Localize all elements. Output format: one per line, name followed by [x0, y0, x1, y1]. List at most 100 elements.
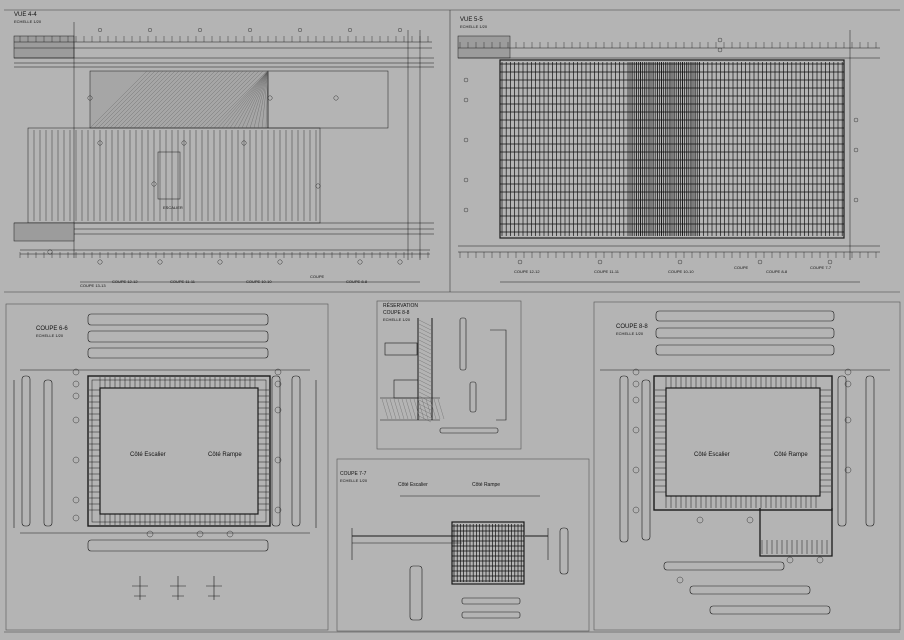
section-marker — [181, 140, 187, 146]
hatch-line — [418, 327, 432, 335]
axis-marker — [197, 28, 202, 33]
hatch-line — [418, 319, 432, 327]
axis-marker — [97, 28, 102, 33]
hatch-line — [418, 351, 432, 359]
bar-mark-bubble — [72, 514, 80, 522]
hatch-line — [213, 70, 269, 129]
hatch-line — [253, 70, 269, 129]
vue-4-4-coupe-8: COUPE 8-8 — [346, 279, 368, 284]
section-marker — [827, 259, 833, 265]
hatch-line — [225, 70, 269, 129]
hatch-line — [418, 347, 432, 355]
section-marker — [217, 259, 223, 265]
axis-marker — [398, 28, 403, 33]
section-marker — [677, 259, 683, 265]
hatch-line — [237, 70, 269, 129]
vue-4-4-coupe-10: COUPE 10-10 — [246, 279, 272, 284]
hatch-line — [418, 387, 432, 395]
bar-mark-bubble — [844, 368, 852, 376]
vue-5-5-scale: ECHELLE 1/20 — [460, 24, 488, 29]
hatch-line — [401, 398, 409, 420]
bar-mark-bubble — [696, 516, 704, 524]
bar-mark-bubble — [274, 380, 282, 388]
vue-4-4-markers — [47, 28, 403, 265]
coupe-8-8-scale: ECHELLE 1/20 — [616, 331, 644, 336]
hatch-line — [105, 70, 164, 129]
vue-4-4-scale: ECHELLE 1/20 — [14, 19, 42, 24]
hatch-line — [418, 359, 432, 367]
vue-4-4-dimension-ticks — [19, 36, 429, 258]
section-marker — [97, 140, 103, 146]
coupe-8-8-title: COUPE 8-8 — [616, 324, 648, 330]
section-marker — [853, 147, 859, 153]
lower-panel-frames — [5, 300, 901, 632]
hatch-line — [418, 331, 432, 339]
hatch-line — [121, 70, 180, 129]
vue-5-5-drawing — [457, 30, 880, 283]
vue-5-5-coupe-10: COUPE 10-10 — [668, 269, 694, 274]
coupe-6-6-scale: ECHELLE 1/20 — [36, 333, 64, 338]
axis-marker — [348, 28, 353, 33]
section-marker — [151, 181, 157, 187]
axis-marker — [247, 28, 252, 33]
hatch-line — [141, 70, 200, 129]
vue-5-5-dimension-ticks — [459, 42, 877, 258]
hatch-line — [241, 70, 269, 129]
hatch-line — [405, 398, 413, 420]
hatch-line — [181, 70, 240, 129]
vue-5-5-coupe-8: COUPE 8-8 — [766, 269, 788, 274]
hatch-line — [113, 70, 172, 129]
vue-4-4-title: VUE 4-4 — [14, 12, 37, 18]
coupe-8-8-bubbles — [632, 368, 852, 584]
vue-4-4-coupe-13: COUPE 13-13 — [80, 283, 106, 288]
hatch-line — [117, 70, 176, 129]
hatch-line — [137, 70, 196, 129]
hatch-line — [418, 383, 432, 391]
hatch-line — [157, 70, 216, 129]
bar-mark-bubble — [274, 506, 282, 514]
bar-mark-bubble — [72, 392, 80, 400]
hatch-line — [125, 70, 184, 129]
bar-mark-bubble — [226, 530, 234, 538]
hatch-line — [397, 398, 405, 420]
bar-mark-bubble — [72, 496, 80, 504]
hatch-line — [433, 398, 441, 420]
vue-5-5-coupe-12: COUPE 12-12 — [514, 269, 540, 274]
hatch-line — [109, 70, 168, 129]
hatch-line — [418, 355, 432, 363]
vue-5-5-rebar-mesh — [500, 62, 844, 236]
hatch-line — [173, 70, 232, 129]
hatch-line — [437, 398, 445, 420]
hatch-line — [421, 398, 429, 420]
hatch-line — [209, 70, 268, 129]
hatch-line — [389, 398, 397, 420]
bar-mark-bubble — [632, 506, 640, 514]
section-marker — [87, 95, 93, 101]
hatch-line — [265, 70, 269, 129]
hatch-line — [249, 70, 269, 129]
hatch-line — [93, 70, 152, 129]
vue-4-4-coupe: COUPE — [310, 274, 325, 279]
sheet-frame — [4, 9, 900, 633]
hatch-line — [89, 70, 148, 129]
section-marker — [357, 259, 363, 265]
hatch-line — [418, 323, 432, 331]
coupe-6-6-bars — [89, 377, 269, 525]
hatch-line — [418, 415, 432, 423]
hatch-line — [97, 70, 156, 129]
hatch-line — [429, 398, 437, 420]
section-marker — [717, 47, 723, 53]
bar-mark-bubble — [632, 426, 640, 434]
coupe-6-6-right-label: Côté Rampe — [208, 452, 242, 458]
bar-mark-bubble — [72, 368, 80, 376]
hatch-line — [418, 395, 432, 403]
bar-mark-bubble — [844, 466, 852, 474]
vue-4-4-inner-label: ESCALIER — [163, 205, 183, 210]
hatch-line — [418, 375, 432, 383]
hatch-line — [385, 398, 393, 420]
hatch-line — [221, 70, 269, 129]
bar-mark-bubble — [844, 416, 852, 424]
axis-marker — [298, 28, 303, 33]
hatch-line — [129, 70, 188, 129]
bar-mark-bubble — [196, 530, 204, 538]
